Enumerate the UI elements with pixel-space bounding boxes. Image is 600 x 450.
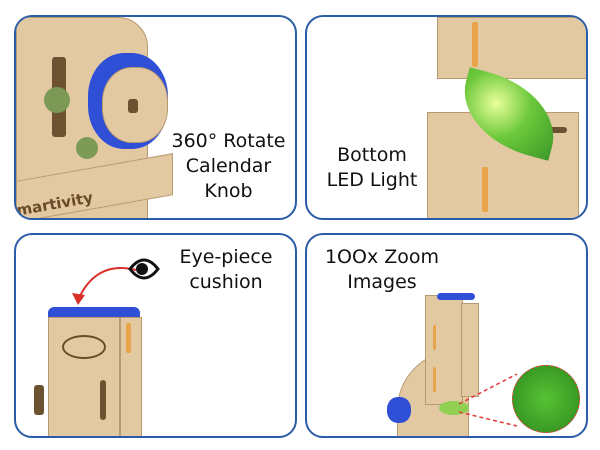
green-button-icon xyxy=(44,87,70,113)
panel-zoom-images: 1OOx Zoom Images xyxy=(305,233,588,438)
green-button-icon xyxy=(76,137,98,159)
knob-hole xyxy=(128,99,138,113)
kit-side xyxy=(120,317,142,436)
kit-slot xyxy=(100,380,106,420)
caption-line: LED Light xyxy=(326,169,418,191)
kit-body xyxy=(437,17,586,79)
caption-line: 360° Rotate xyxy=(171,130,286,152)
eye-icon xyxy=(128,258,160,280)
calendar-knob-icon xyxy=(387,397,411,423)
caption-line: Bottom xyxy=(337,144,407,166)
orange-clip xyxy=(433,325,436,350)
orange-clip xyxy=(472,22,478,67)
orange-clip xyxy=(433,367,436,392)
panel-calendar-knob: martivity 360° Rotate Calendar Knob xyxy=(14,15,297,220)
caption: Bottom LED Light xyxy=(317,143,427,193)
panel-bottom-led: Bottom LED Light xyxy=(305,15,588,220)
caption-line: Images xyxy=(347,271,417,293)
leaf-sample xyxy=(439,401,469,415)
zoom-callout-lines xyxy=(458,373,518,427)
magnified-leaf-icon xyxy=(512,365,580,433)
kit-slot xyxy=(34,385,44,415)
caption: Eye-piece cushion xyxy=(166,245,286,295)
caption-line: Knob xyxy=(204,180,253,202)
eye-engraving-icon xyxy=(62,335,106,359)
caption: 360° Rotate Calendar Knob xyxy=(161,129,295,204)
caption-line: Calendar xyxy=(185,155,272,177)
orange-clip xyxy=(482,167,488,212)
eyepiece-cushion xyxy=(437,293,475,300)
eyepiece-cushion xyxy=(48,307,140,319)
microscope-side xyxy=(461,303,479,397)
caption-line: cushion xyxy=(189,271,263,293)
panel-eyepiece-cushion: Eye-piece cushion xyxy=(14,233,297,438)
orange-clip xyxy=(126,323,131,353)
caption: 1OOx Zoom Images xyxy=(317,245,447,295)
caption-line: Eye-piece xyxy=(179,246,273,268)
caption-line: 1OOx Zoom xyxy=(324,246,440,268)
